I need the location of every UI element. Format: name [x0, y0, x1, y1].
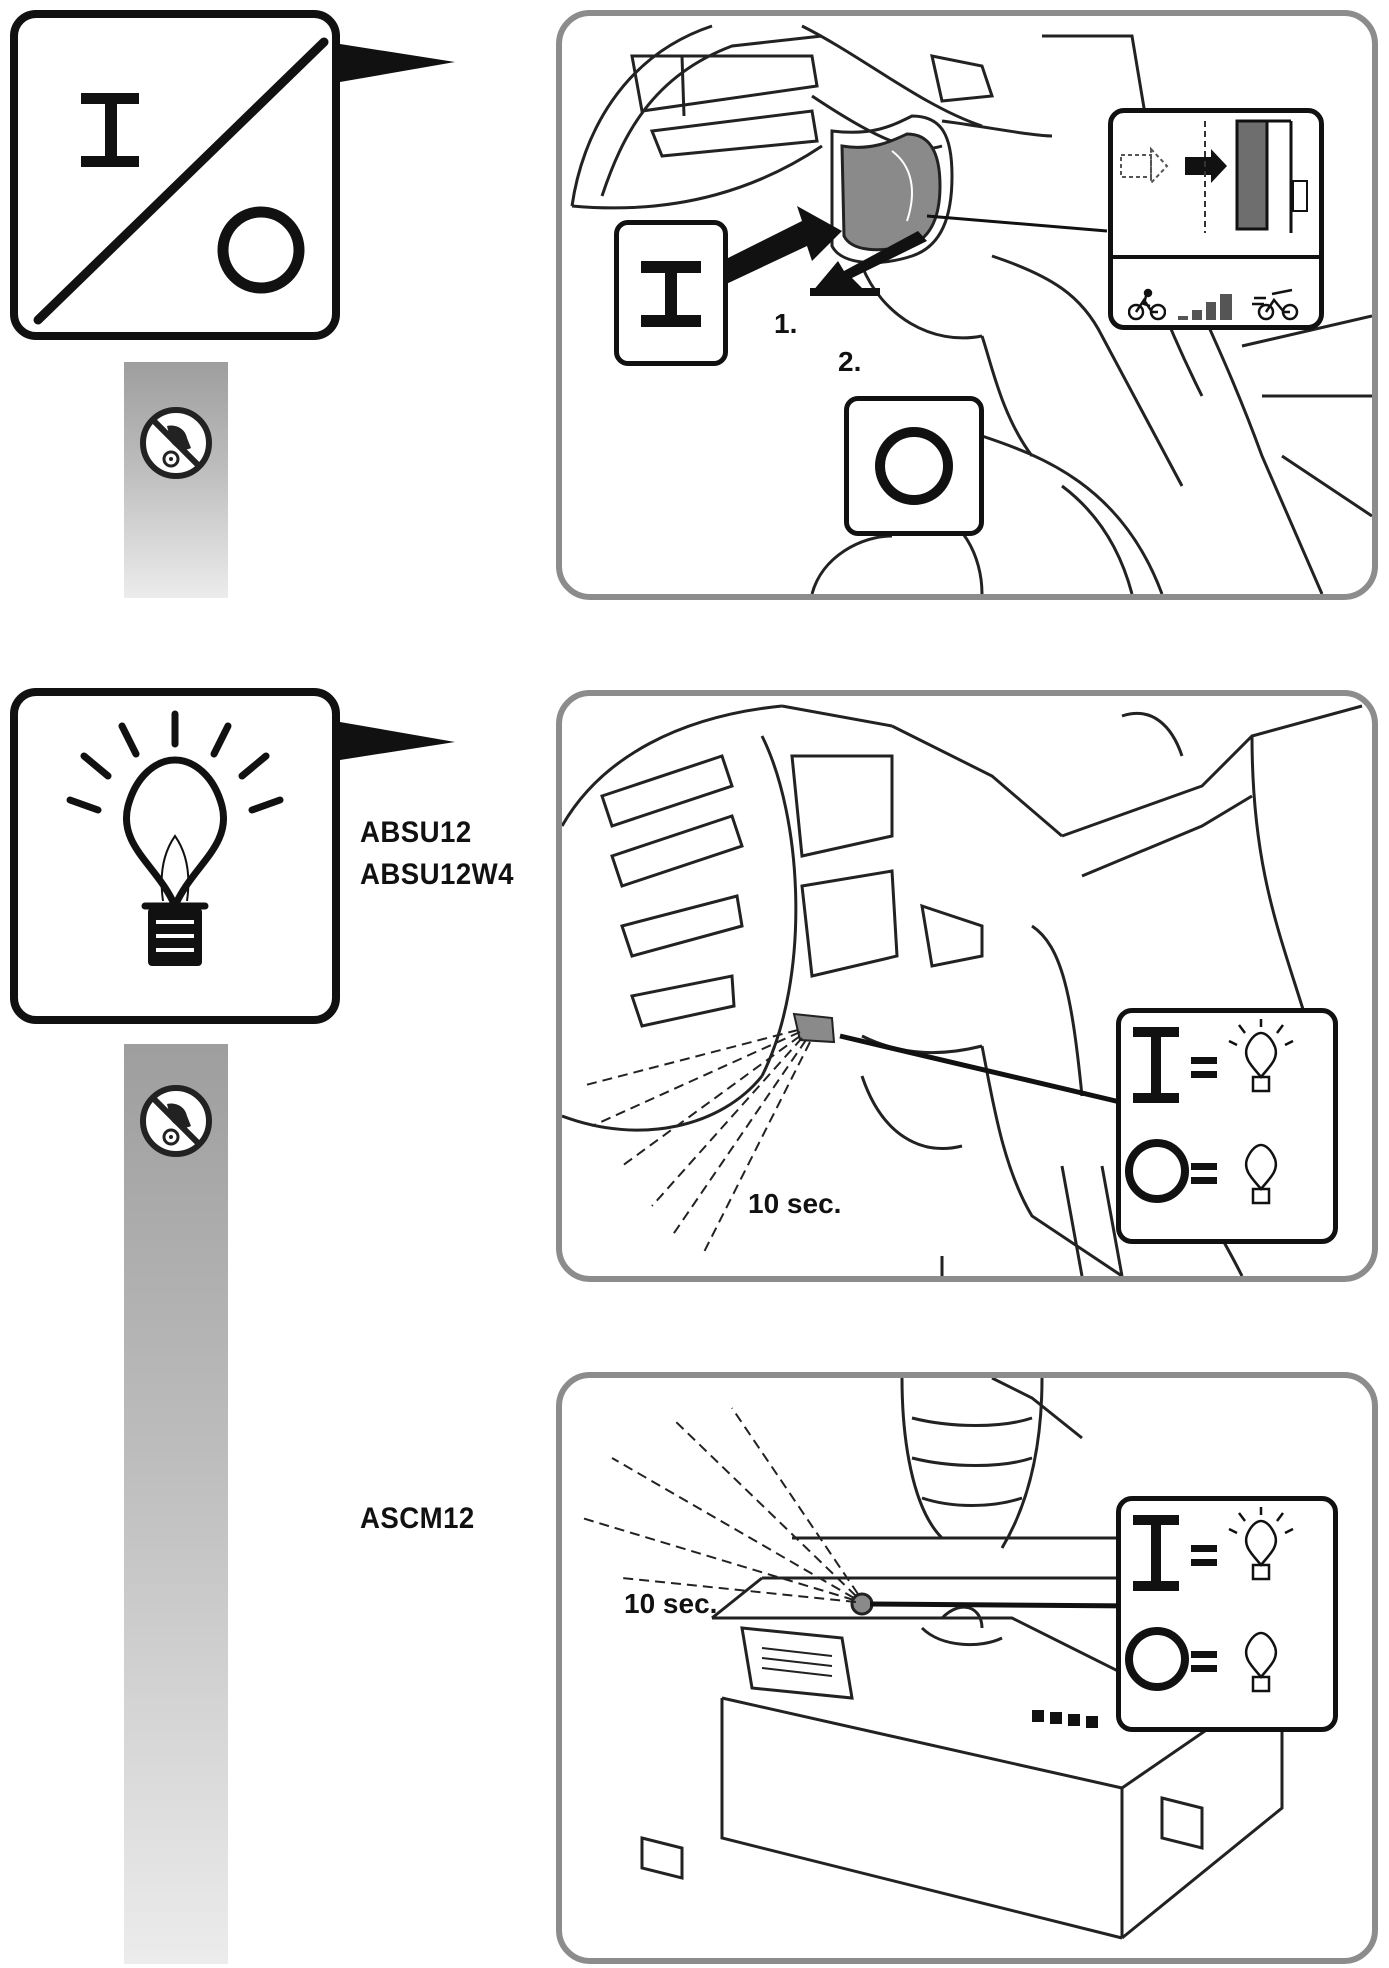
light-legend-box	[1116, 1496, 1338, 1732]
side-strip	[124, 1044, 228, 1964]
light-bulb-icon-box	[10, 688, 340, 1024]
light-panel-drill: 10 sec.	[556, 690, 1378, 1282]
light-legend-box	[1116, 1008, 1338, 1244]
speed-inset	[1113, 119, 1319, 259]
on-off-icon-box	[10, 10, 340, 340]
light-duration-label: 10 sec.	[624, 1588, 718, 1619]
speed-increase-bars-icon	[1178, 294, 1232, 320]
callout-pointer	[340, 44, 455, 82]
light-legend	[1125, 1019, 1294, 1205]
off-symbol-box	[844, 396, 984, 536]
no-glove-sensitive-icon	[140, 407, 212, 479]
drill-switch-illustration	[570, 24, 1372, 594]
side-strip	[124, 362, 228, 598]
slow-speed-icon	[1128, 288, 1166, 321]
light-panel-battery: 10 sec.	[556, 1372, 1378, 1964]
on-symbol-box	[614, 220, 728, 366]
on-symbol	[641, 261, 701, 327]
model-label-ascm12: ASCM12	[360, 1502, 475, 1535]
battery-light-illustration	[581, 1378, 1324, 1940]
no-glove-sensitive-icon	[140, 1085, 212, 1157]
switch-panel: 1. 2.	[556, 10, 1378, 600]
off-symbol	[875, 427, 953, 505]
fast-speed-icon	[1252, 288, 1299, 321]
model-label-absu12w4: ABSU12W4	[360, 858, 514, 891]
light-bulb-icon	[66, 710, 284, 966]
model-label-absu12: ABSU12	[360, 816, 472, 849]
light-duration-label: 10 sec.	[748, 1188, 842, 1219]
callout-pointer	[340, 722, 455, 760]
light-legend	[1125, 1507, 1294, 1693]
step-2-label: 2.	[838, 346, 862, 377]
on-off-icon	[33, 37, 329, 325]
step-1-label: 1.	[774, 308, 798, 339]
